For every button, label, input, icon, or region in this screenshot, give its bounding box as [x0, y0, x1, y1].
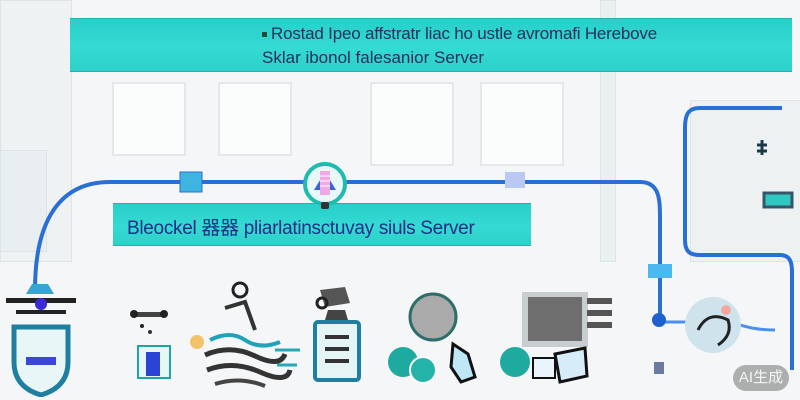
ai-generated-badge: AI生成	[733, 365, 789, 391]
background-window	[218, 82, 292, 156]
subtitle-banner: Bleockel 器器 pliarlatinsctuvay siuls Serv…	[113, 203, 531, 246]
sprinkler-icon	[130, 310, 171, 379]
wall-panel-icon	[757, 140, 794, 209]
headline-line-2: Sklar ibonol falesanior Server	[262, 48, 485, 67]
data-cloud-icon	[190, 281, 300, 388]
building-hub-icon	[303, 162, 347, 209]
monitor-server-icon	[500, 292, 612, 384]
network-shield-icon	[6, 284, 76, 397]
headline-line-1: Rostad Ipeo affstratr liac ho ustle avro…	[271, 24, 657, 43]
robot-arm-icon	[685, 297, 741, 353]
background-server-rack	[0, 150, 47, 252]
robot-clipboard-icon	[313, 287, 361, 382]
background-window	[112, 82, 186, 156]
subtitle-label: Bleockel 器器 pliarlatinsctuvay siuls Serv…	[127, 218, 475, 239]
headset-users-icon	[388, 292, 477, 384]
background-window	[480, 82, 564, 166]
background-room-right	[690, 100, 800, 262]
headline-banner: Rostad Ipeo affstratr liac ho ustle avro…	[70, 18, 792, 72]
bullet-icon	[262, 32, 267, 38]
background-window	[370, 82, 454, 166]
